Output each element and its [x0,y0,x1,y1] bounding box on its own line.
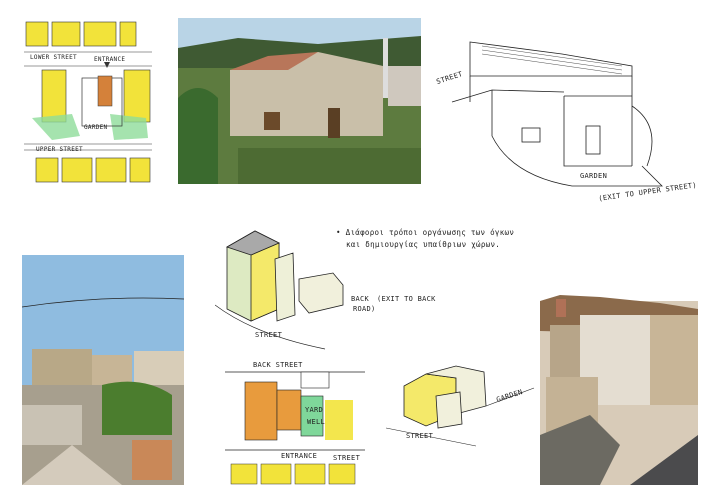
plan-bottom-drawing [225,371,365,485]
street-label: STREET [333,454,361,462]
photo-two-storey-house [540,245,698,485]
exit-label: (EXIT TO BACK [377,295,436,303]
entrance-label: ENTRANCE [94,56,126,63]
site-plan-sketch: LOWER STREET ENTRANCE GARDEN UPPER STREE… [22,18,157,193]
stone-house-photo [178,18,421,184]
garden-label: GARDEN [84,124,108,131]
site-plan-drawing [24,21,152,183]
entrance-label: ENTRANCE [281,452,318,460]
two-storey-house-photo [540,295,698,485]
note-line-1: • Διάφοροι τρόποι οργάνωσης των όγκων [336,228,515,237]
street-sketch-drawing [386,365,535,447]
street-sketch: STREET GARDEN [386,358,536,450]
village-photo [22,255,184,485]
upper-street-label: UPPER STREET [36,146,83,153]
lower-street-label: LOWER STREET [30,54,77,61]
yard-label: YARD [305,406,324,414]
garden-sketch: STREET GARDEN (EXIT TO UPPER STREET) [432,36,702,211]
photo-stone-house [178,18,421,184]
back-street-label: BACK STREET [253,361,303,369]
street-label: STREET [255,331,283,339]
photo-village-street [22,255,184,485]
street-label: STREET [406,432,434,440]
volumes-sketch: BACK (EXIT TO BACK ROAD) STREET [215,225,450,350]
back-label: BACK [351,295,370,303]
well-label: WELL [307,418,326,426]
volumes-drawing [215,230,344,350]
garden-label: GARDEN [580,172,608,180]
plan-drawing: BACK STREET YARD WELL ENTRANCE STREET [225,360,365,488]
note: • Διάφοροι τρόποι οργάνωσης των όγκων κα… [336,228,546,258]
note-line-2: και δημιουργίας υπαίθριων χώρων. [346,240,501,249]
road-label: ROAD) [353,305,376,313]
garden-sketch-drawing [451,41,663,187]
